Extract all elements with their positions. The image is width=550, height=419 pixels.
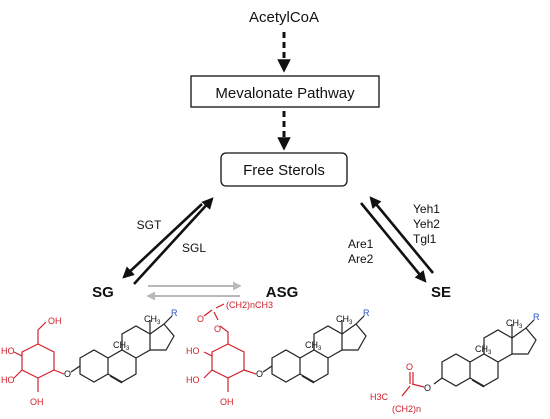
asg-structure: O O (CH2)nCH3 HO HO OH O CH3 CH3 R — [186, 300, 370, 407]
se-structure: CH3 CH3 R O O H3C (CH2)n — [370, 312, 540, 414]
free-sterols-box — [220, 152, 348, 187]
asg-ho-1: HO — [186, 346, 200, 356]
enzyme-are1-label: Are1 — [348, 237, 374, 251]
enzyme-tgl1-label: Tgl1 — [413, 232, 437, 246]
mevalonate-pathway-box — [190, 75, 380, 108]
sg-oh-bottom: OH — [30, 397, 44, 407]
se-h3c: H3C — [370, 392, 389, 402]
enzyme-are2-label: Are2 — [348, 252, 374, 266]
free-sterols-label: Free Sterols — [243, 162, 325, 179]
asg-r-group: R — [363, 308, 370, 318]
asg-ester-o: O — [214, 324, 221, 334]
acetylcoa-label: AcetylCoA — [249, 9, 319, 26]
se-carbonyl-o: O — [406, 362, 413, 372]
se-ester-o: O — [424, 383, 431, 393]
asg-methyl-1: CH3 — [305, 340, 322, 352]
enzyme-yeh1-label: Yeh1 — [413, 202, 440, 216]
enzyme-yeh2-label: Yeh2 — [413, 217, 440, 231]
arrow-free-sterols-to-se — [359, 202, 427, 283]
mevalonate-pathway-label: Mevalonate Pathway — [215, 85, 355, 102]
sg-methyl-1: CH3 — [113, 340, 130, 352]
sg-methyl-2: CH3 — [144, 314, 161, 326]
enzyme-sgt-label: SGT — [137, 218, 162, 232]
sg-structure: OH HO HO OH O CH3 CH3 R — [1, 308, 178, 407]
sg-r-group: R — [171, 308, 178, 318]
arrow-sg-to-free-sterols — [133, 197, 214, 285]
asg-ring-oxygen: O — [256, 369, 263, 379]
asg-label: ASG — [266, 284, 299, 301]
asg-carbonyl-o: O — [197, 314, 204, 324]
se-label: SE — [431, 284, 451, 301]
asg-oh-bottom: OH — [220, 397, 234, 407]
se-methyl-1: CH3 — [475, 344, 492, 356]
sg-oh-top: OH — [48, 316, 62, 326]
sg-sugar: OH HO HO OH O — [1, 316, 71, 407]
asg-methyl-2: CH3 — [336, 314, 353, 326]
enzyme-sgl-label: SGL — [182, 241, 206, 255]
asg-ho-2: HO — [186, 375, 200, 385]
arrow-se-to-free-sterols — [369, 196, 435, 274]
arrow-free-sterols-to-sg — [122, 203, 203, 279]
sg-ring-oxygen: O — [64, 369, 71, 379]
se-r-group: R — [533, 312, 540, 322]
asg-sugar: O O (CH2)nCH3 HO HO OH O — [186, 300, 273, 407]
sg-ho-left-1: HO — [1, 346, 15, 356]
se-methyl-2: CH3 — [506, 318, 523, 330]
sg-ho-left-2: HO — [1, 375, 15, 385]
se-ch2n: (CH2)n — [392, 404, 421, 414]
asg-acyl-chain: (CH2)nCH3 — [226, 300, 273, 310]
sg-label: SG — [92, 284, 114, 301]
